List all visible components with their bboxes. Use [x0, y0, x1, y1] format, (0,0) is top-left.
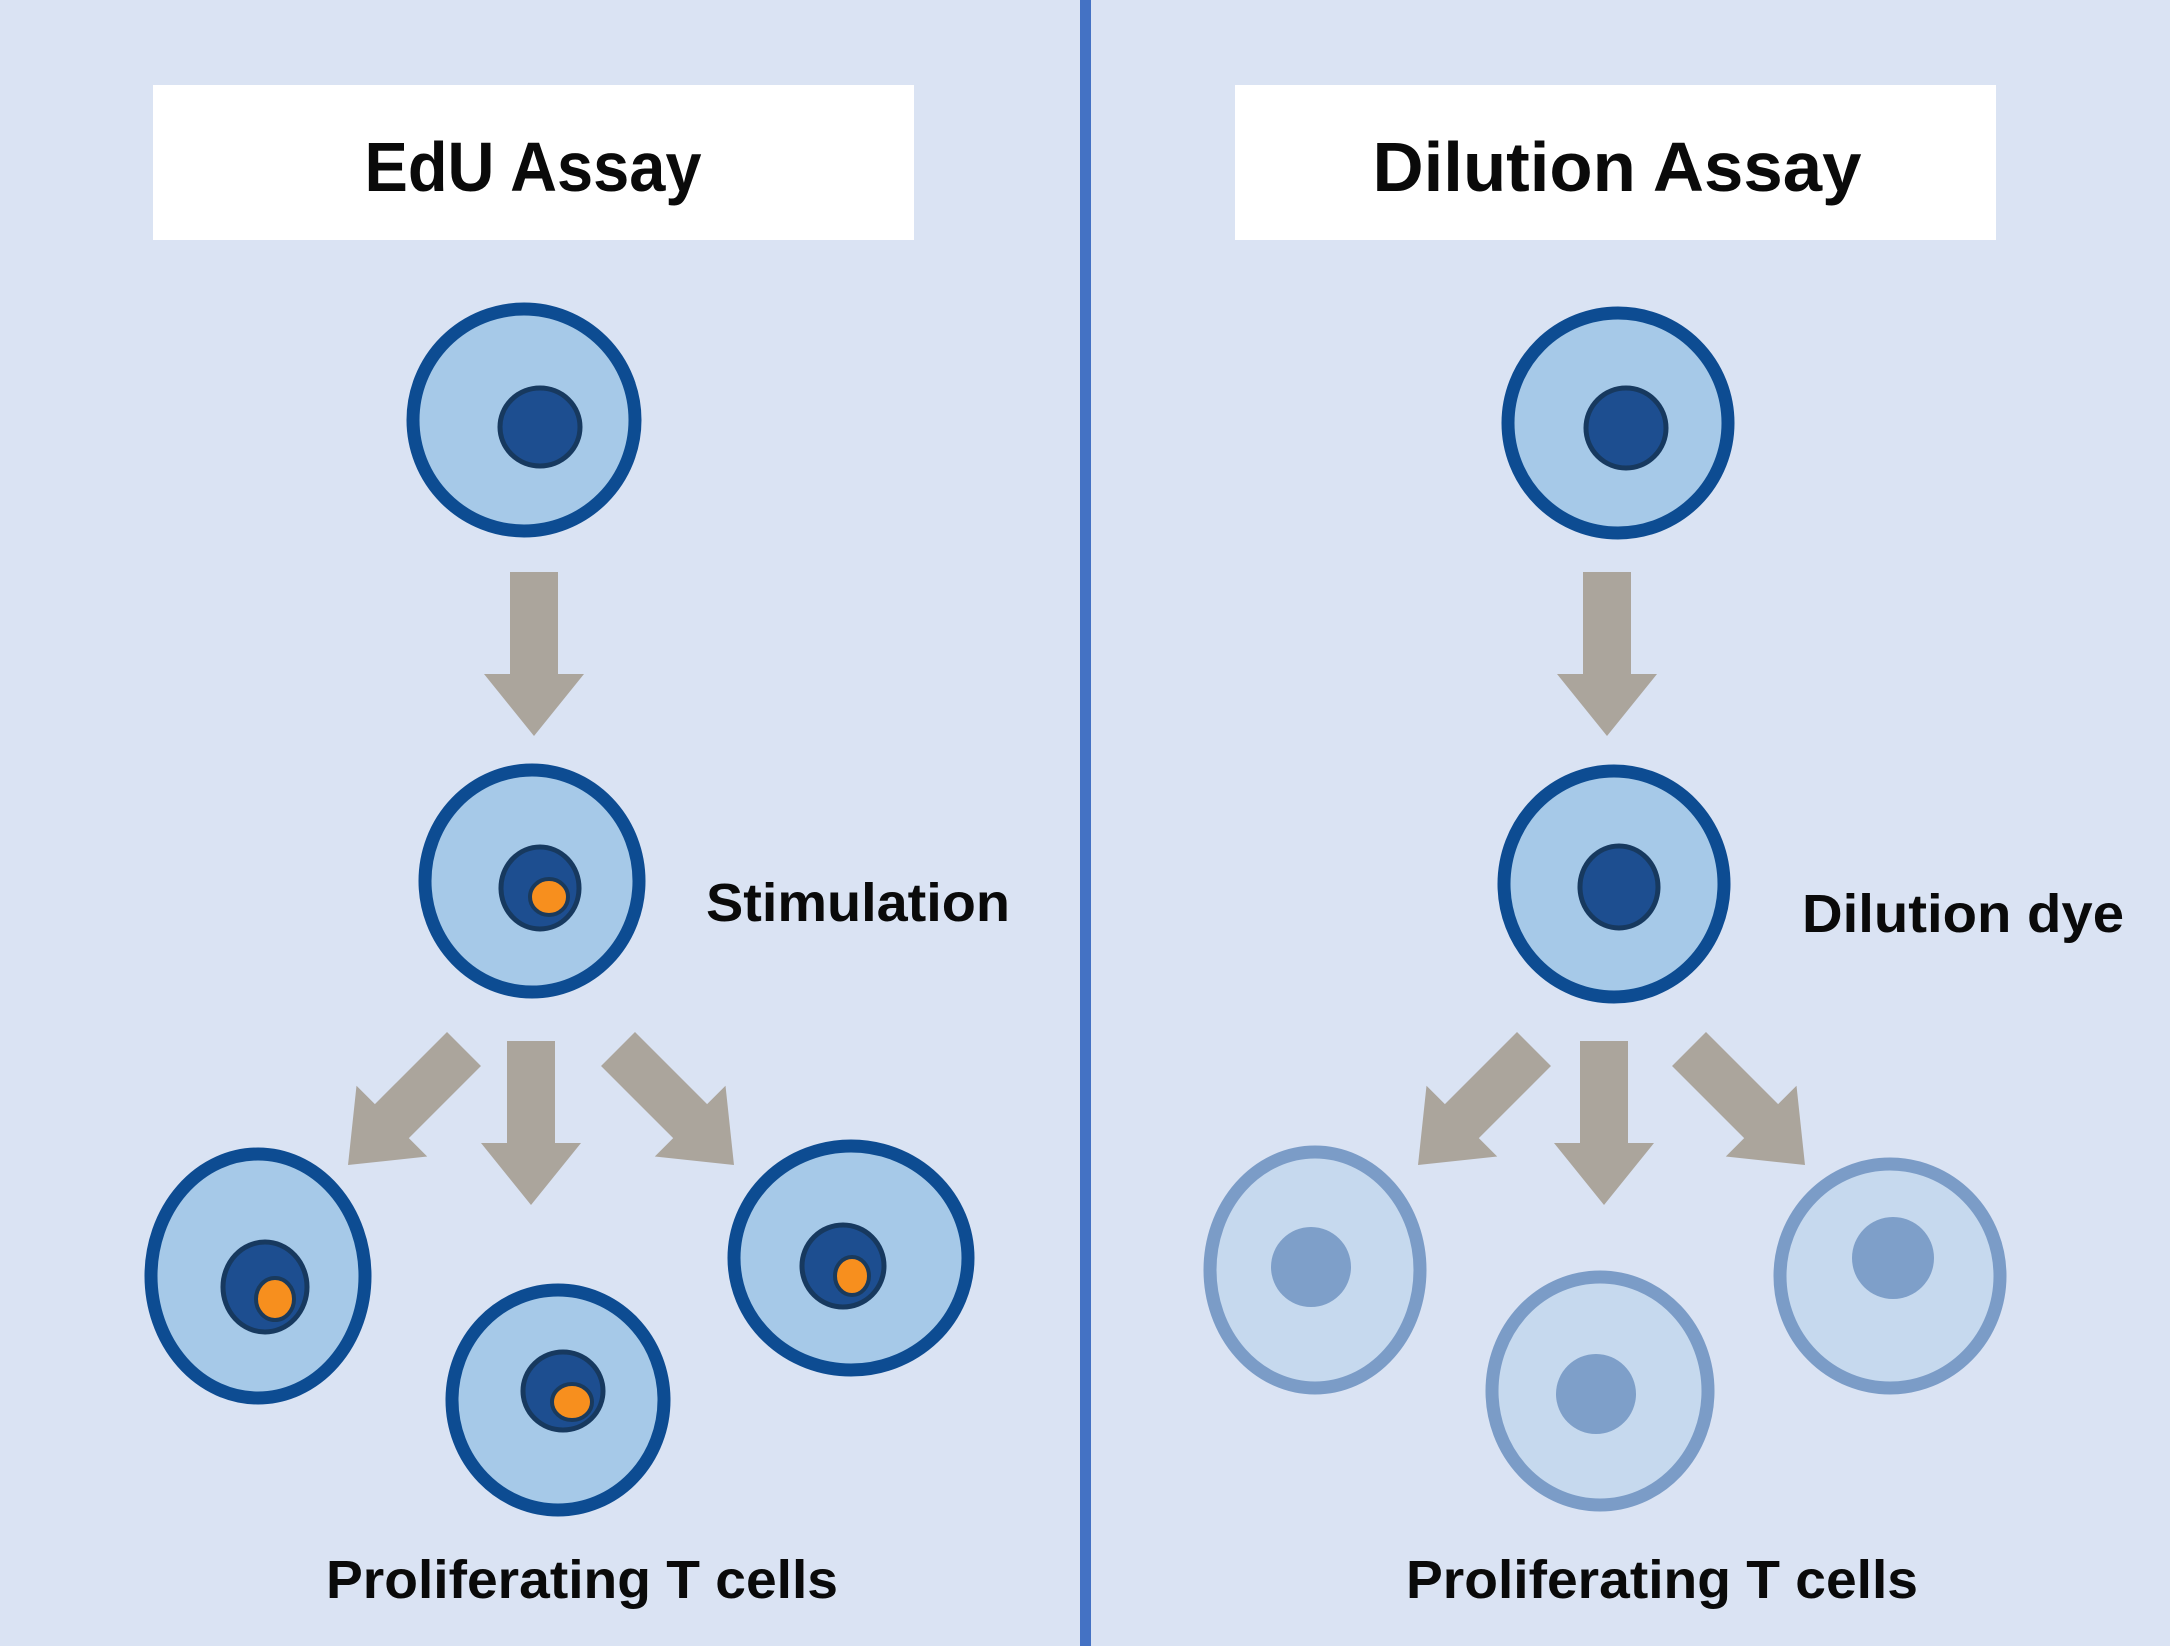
dilution-dye-label: Dilution dye [1802, 884, 2124, 944]
dilution-dyed-cell [1497, 764, 1731, 1004]
edu-daughter-cell [727, 1139, 975, 1377]
dilution-title: Dilution Assay [1373, 128, 1862, 206]
dilution-result-caption: Proliferating T cells [1406, 1550, 1918, 1610]
cell-nucleus [1577, 843, 1661, 931]
fan-arrow-right-icon [1653, 1013, 1841, 1201]
edu-assay-panel: EdU Assay Stimulation [144, 85, 1010, 1610]
diluted-daughter-cell [1773, 1157, 2007, 1395]
edu-dye-dot-icon [550, 1382, 594, 1422]
edu-title-box [153, 85, 914, 240]
cell-nucleus [497, 385, 583, 469]
edu-dye-dot-icon [254, 1276, 296, 1322]
dilution-parent-cell [1501, 306, 1735, 540]
panel-divider [1080, 0, 1091, 1646]
edu-dye-dot-icon [528, 877, 570, 917]
edu-dye-dot-icon [833, 1255, 871, 1297]
cell-nucleus [1271, 1227, 1351, 1307]
fan-arrow-left-icon [312, 1013, 500, 1201]
stimulation-label: Stimulation [706, 873, 1010, 933]
edu-daughter-cell [445, 1283, 671, 1517]
dilution-assay-panel: Dilution Assay Dilution dye [1203, 85, 2124, 1610]
down-arrow-icon [484, 572, 584, 736]
edu-result-caption: Proliferating T cells [326, 1550, 838, 1610]
edu-daughter-cell [144, 1147, 372, 1405]
fan-arrow-middle-icon [1554, 1041, 1654, 1205]
cell-nucleus [1583, 385, 1669, 471]
diluted-daughter-cell [1485, 1270, 1715, 1512]
down-arrow-icon [1557, 572, 1657, 736]
cell-nucleus [1852, 1217, 1934, 1299]
edu-parent-cell [406, 302, 642, 538]
cell-nucleus [1556, 1354, 1636, 1434]
fan-arrow-middle-icon [481, 1041, 581, 1205]
dilution-title-box [1235, 85, 1996, 240]
edu-stimulated-cell [418, 763, 646, 999]
edu-title: EdU Assay [365, 128, 702, 206]
diluted-daughter-cell [1203, 1145, 1427, 1395]
fan-arrow-right-icon [582, 1013, 770, 1201]
fan-arrow-left-icon [1382, 1013, 1570, 1201]
